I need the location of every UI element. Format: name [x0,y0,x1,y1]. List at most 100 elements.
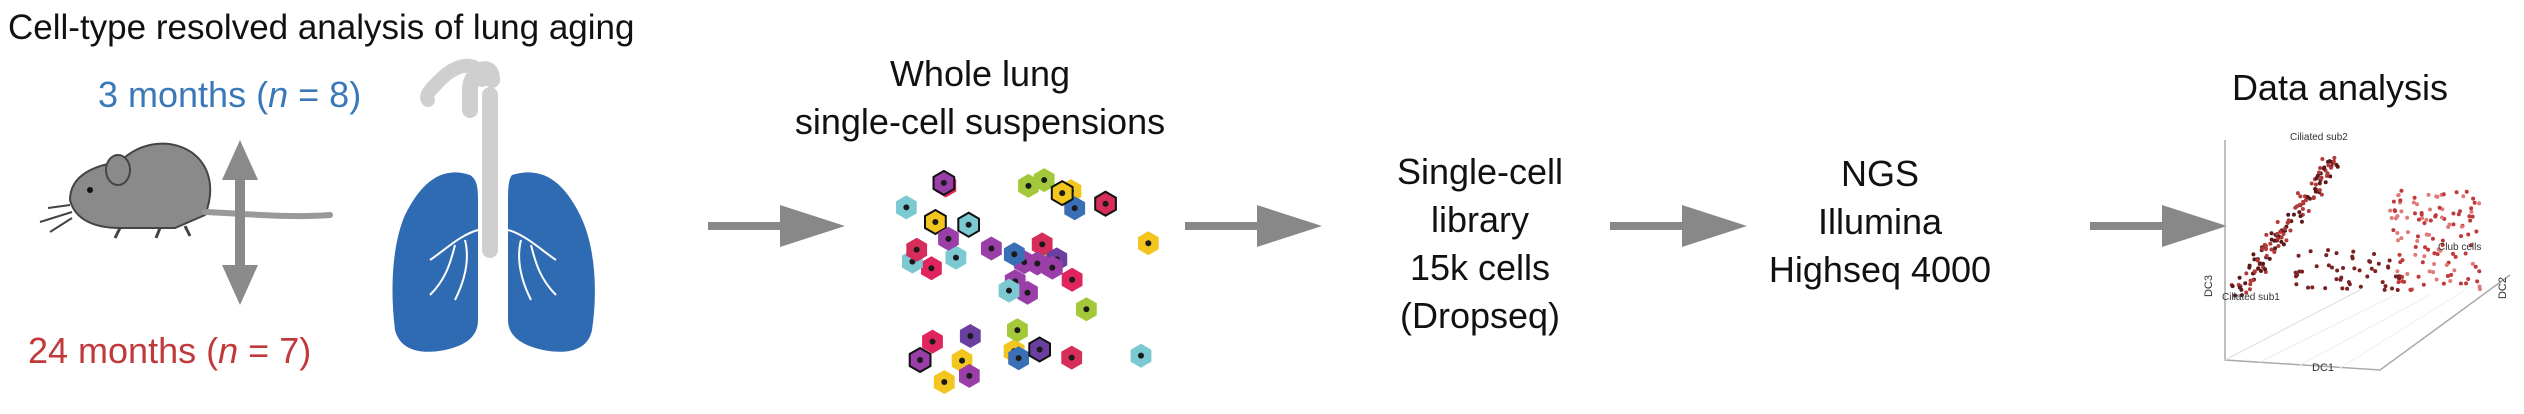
plot-point [2247,287,2252,292]
plot-point [2323,286,2328,291]
plot-point [2426,232,2431,237]
cell-nucleus [1034,260,1041,267]
plot-point [2332,155,2337,160]
plot-point [2320,157,2325,162]
lung-icon [392,58,595,352]
cluster-label-top: Ciliated sub2 [2290,132,2348,143]
plot-point [2239,287,2244,292]
plot-point [2393,274,2398,279]
plot-point [2416,274,2421,279]
plot-point [2263,243,2268,248]
plot-point [2461,194,2466,199]
plot-point [2376,261,2381,266]
plot-point [2419,212,2424,217]
plot-point [2413,252,2418,257]
plot-point [2413,244,2418,249]
plot-point [2269,247,2274,252]
arrow-3-icon [1610,205,1747,247]
plot-point [2335,268,2340,273]
plot-point [2399,236,2404,241]
plot-point [2294,204,2299,209]
plot-point [2318,165,2323,170]
plot-point [2275,231,2280,236]
plot-point [2441,281,2446,286]
plot-point [2272,249,2277,254]
plot-point [2321,166,2326,171]
cell-nucleus [932,219,939,226]
plot-point [2334,277,2339,282]
plot-point [2284,238,2289,243]
plot-point [2468,218,2473,223]
plot-point [2341,266,2346,271]
plot-point [2372,251,2377,256]
plot-point [2441,192,2446,197]
cell-nucleus [1024,289,1031,296]
young-open-paren: ( [256,74,269,115]
plot-point [2308,249,2313,254]
plot-point [2326,263,2331,268]
plot-point [2244,271,2249,276]
plot-point [2263,267,2268,272]
arrow-2-icon [1185,205,1322,247]
plot-point [2412,195,2417,200]
plot-point [2316,170,2321,175]
cell-nucleus [1011,251,1018,258]
plot-point [2427,269,2432,274]
old-n-symbol: n [218,330,239,371]
plot-point [2432,251,2437,256]
plot-point [2456,212,2461,217]
cell-nucleus [967,332,974,339]
cluster-label-right: Club cells [2438,242,2482,253]
plot-point [2233,293,2238,298]
plot-point [2463,251,2468,256]
plot-point [2256,266,2261,271]
plot-point [2351,249,2356,254]
cell-nucleus [945,235,952,242]
cell-nucleus [903,204,910,211]
plot-point [2466,232,2471,237]
plot-point [2430,236,2435,241]
plot-point [2230,284,2235,289]
plot-point [2273,246,2278,251]
plot-point [2298,214,2303,219]
plot-point [2358,284,2363,289]
plot-point [2255,258,2260,263]
cell-nucleus [941,378,948,385]
plot-point [2469,243,2474,248]
plot-point [2326,159,2331,164]
plot-point [2447,222,2452,227]
plot-point [2420,216,2425,221]
plot-point [2464,189,2469,194]
plot-point [2317,188,2322,193]
plot-point [2386,265,2391,270]
arrow-4-icon [2090,205,2227,247]
ngs-line3: Highseq 4000 [1768,249,1992,290]
process-arrows [708,205,2227,247]
plot-point [2422,221,2427,226]
plot-point [2423,245,2428,250]
plot-point [2306,285,2311,290]
plot-point [2451,211,2456,216]
plot-point [2315,173,2320,178]
plot-point [2396,238,2401,243]
plot-point [2328,165,2333,170]
young-group-label: 3 months (n = 8) [98,74,361,116]
plot-point [2448,279,2453,284]
plot-point [2412,211,2417,216]
plot-point [2473,264,2478,269]
plot-point [2291,212,2296,217]
plot-point [2389,215,2394,220]
plot-point [2415,239,2420,244]
plot-point [2279,235,2284,240]
plot-point [2264,253,2269,258]
plot-point [2426,192,2431,197]
plot-point [2459,234,2464,239]
plot-point [2278,229,2283,234]
plot-point [2451,222,2456,227]
library-line1: Single-cell [1396,151,1564,192]
cluster-label-left: Ciliated sub1 [2222,292,2280,303]
plot-point [2393,209,2398,214]
plot-point [2248,282,2253,287]
plot-point [2346,280,2351,285]
plot-point [2472,200,2477,205]
